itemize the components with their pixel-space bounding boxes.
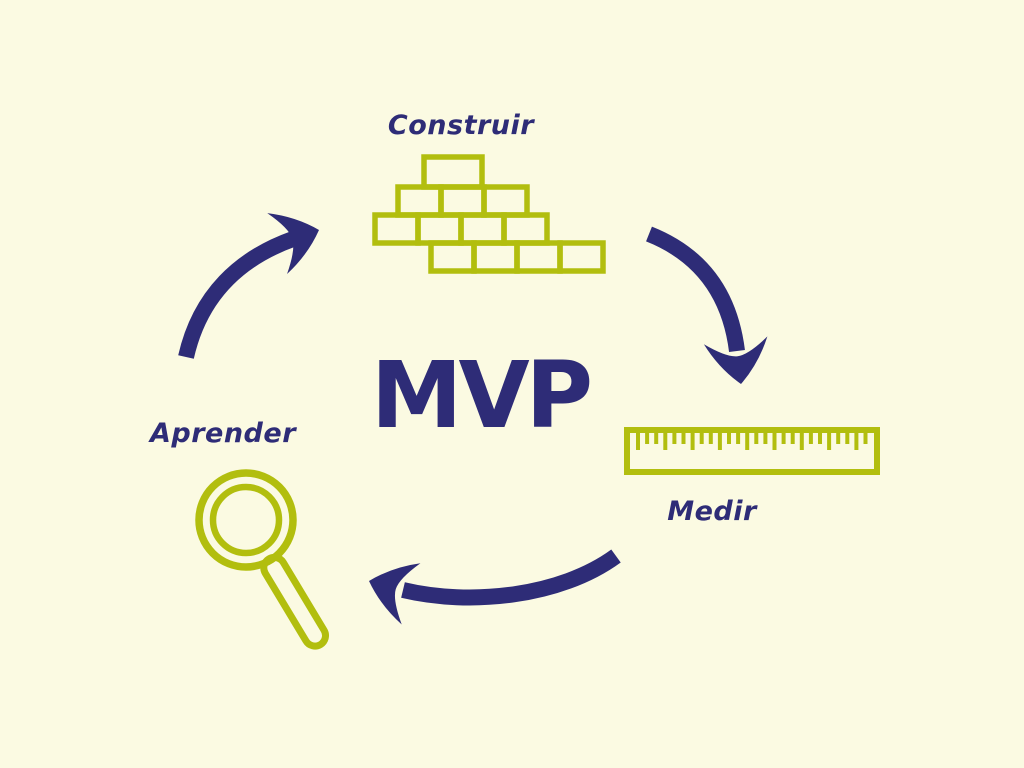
step-label-medir: Medir: [667, 496, 757, 527]
arrow-medir-to-aprender: [359, 549, 621, 625]
step-label-construir: Construir: [387, 110, 535, 141]
step-label-aprender: Aprender: [149, 418, 297, 449]
arrow-aprender-to-construir: [178, 199, 329, 359]
bricks-icon: [372, 154, 606, 274]
arrow-construir-to-medir: [645, 226, 773, 388]
center-title-mvp: MVP: [370, 342, 593, 449]
ruler-ticks: [636, 433, 868, 450]
ruler-icon: [624, 427, 880, 475]
magnifier-icon: [195, 469, 330, 650]
